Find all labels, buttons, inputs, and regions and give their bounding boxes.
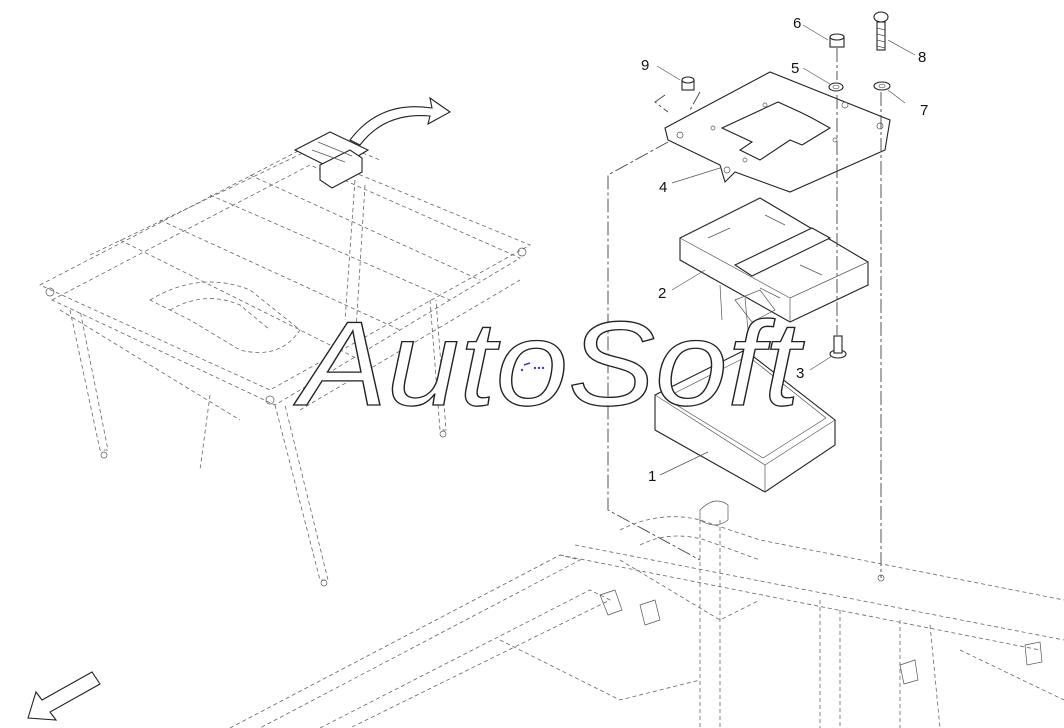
callout-4: 4 (659, 179, 667, 196)
watermark-text: AutoSoft (293, 297, 805, 431)
battery-assembly (607, 11, 891, 578)
battery (654, 349, 836, 493)
blue-marker-icon (520, 362, 545, 372)
overview-highlight-battery (319, 149, 363, 189)
pad-groove (733, 227, 832, 277)
callout-5: 5 (791, 60, 799, 77)
callout-8: 8 (918, 49, 926, 66)
plate-cutout (720, 101, 832, 161)
bolt-8 (873, 11, 889, 51)
orientation-arrow-icon (27, 671, 101, 721)
washer-7 (873, 81, 891, 91)
spacer-9 (681, 76, 695, 91)
nut-6 (829, 33, 845, 48)
callout-6: 6 (793, 15, 801, 32)
callout-3: 3 (796, 365, 804, 382)
callout-1: 1 (648, 468, 656, 485)
bolt-3 (829, 335, 847, 359)
washer-5 (828, 82, 844, 92)
lower-frame (229, 500, 1064, 728)
frame-overview (39, 96, 531, 587)
callout-2: 2 (658, 285, 666, 302)
callout-leaders (656, 24, 916, 476)
detail-arrow (349, 96, 452, 146)
callout-9: 9 (641, 57, 649, 74)
callout-7: 7 (920, 102, 928, 119)
